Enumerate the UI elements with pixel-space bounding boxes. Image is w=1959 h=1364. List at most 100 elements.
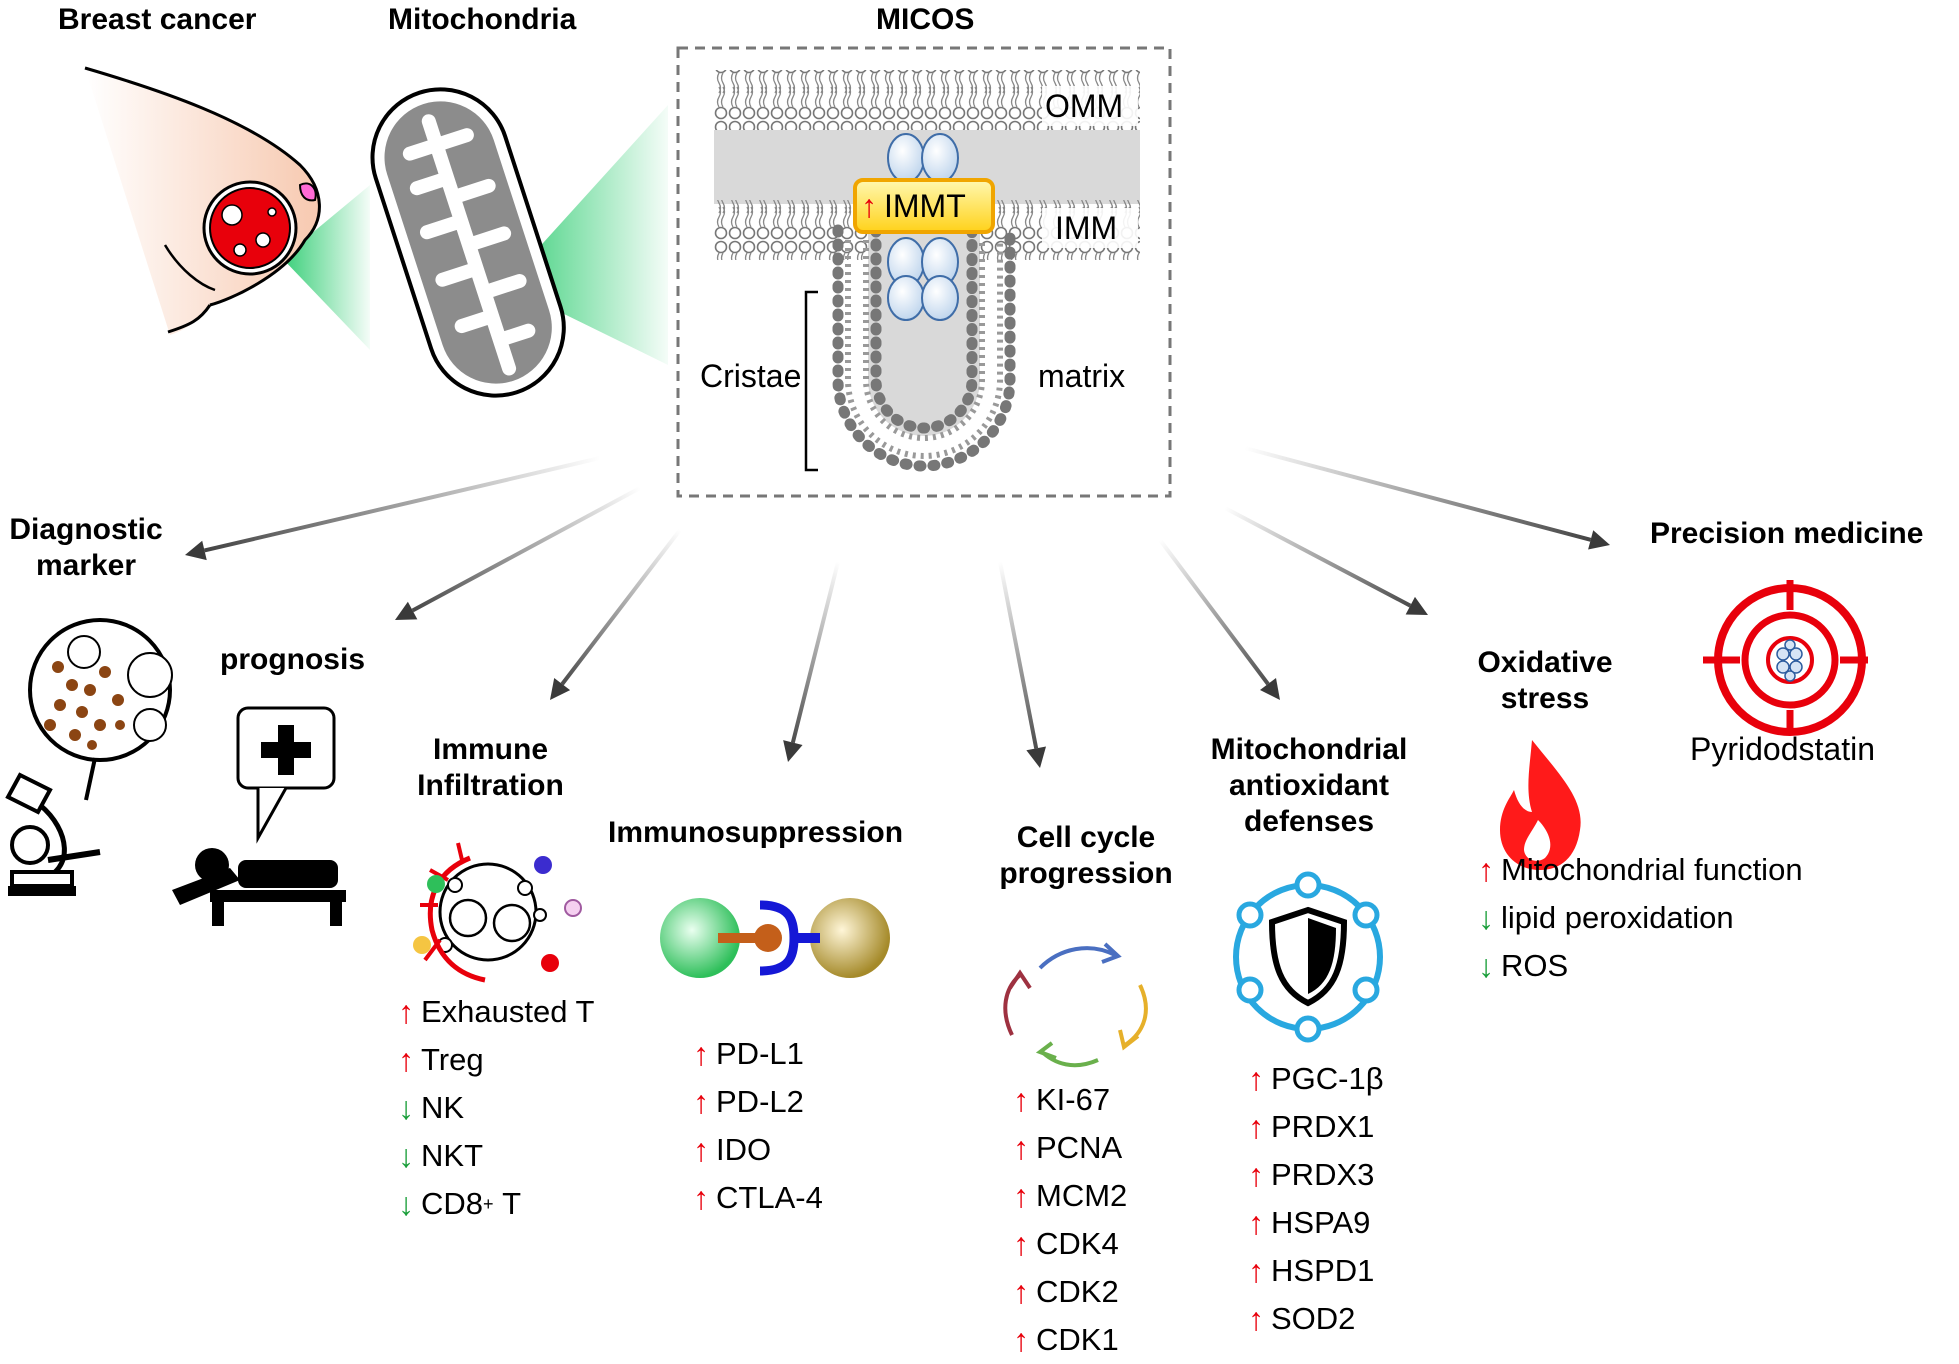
prognosis-title: prognosis (220, 643, 366, 676)
matrix-label: matrix (1038, 358, 1126, 394)
list-item-text: CDK4 (1036, 1226, 1119, 1261)
up-arrow-icon: ↑ (398, 994, 414, 1030)
list-item: ↑PRDX1 (1245, 1103, 1384, 1151)
up-arrow-icon: ↑ (693, 1180, 709, 1216)
list-item: ↓CD8+ T (395, 1180, 594, 1228)
mitochondrion-icon (370, 87, 566, 398)
patient-bed-icon (172, 706, 346, 926)
arrowhead-immsupp (783, 740, 803, 762)
list-item-text: PGC-1β (1271, 1061, 1384, 1096)
up-arrow-icon: ↑ (1248, 1109, 1264, 1145)
up-arrow-icon: ↑ (1013, 1274, 1029, 1310)
list-item: ↑CTLA-4 (690, 1174, 823, 1222)
list-item-text: IDO (716, 1132, 772, 1167)
arrowhead-antiox (1260, 678, 1280, 700)
zoom-beam-tumor (282, 185, 370, 350)
down-arrow-icon: ↓ (398, 1138, 414, 1174)
list-item-text: PRDX3 (1271, 1157, 1375, 1192)
list-item-text: PD-L2 (716, 1084, 804, 1119)
up-arrow-icon: ↑ (861, 188, 877, 224)
list-item: ↑KI-67 (1010, 1076, 1127, 1124)
up-arrow-icon: ↑ (1013, 1082, 1029, 1118)
list-item-text: PD-L1 (716, 1036, 804, 1071)
flame-icon (1500, 740, 1581, 870)
up-arrow-icon: ↑ (1248, 1205, 1264, 1241)
breast-cancer-title: Breast cancer (58, 3, 257, 36)
list-item-text: NK (421, 1090, 465, 1125)
list-item-text: Exhausted T (421, 994, 595, 1029)
list-item-text: Mitochondrial function (1501, 852, 1803, 887)
up-arrow-icon: ↑ (1013, 1178, 1029, 1214)
list-item-text: CDK1 (1036, 1322, 1119, 1357)
up-arrow-icon: ↑ (1248, 1061, 1264, 1097)
list-item-text: NKT (421, 1138, 483, 1173)
micos-title: MICOS (876, 3, 975, 36)
immt-label: ↑IMMT (858, 190, 966, 222)
arrow-immsupp (790, 561, 840, 744)
arrow-immune (560, 528, 682, 686)
relation-arrows (185, 446, 1610, 768)
list-item-text: MCM2 (1036, 1178, 1128, 1213)
list-item: ↑Treg (395, 1036, 594, 1084)
checkpoint-binding-icon (660, 898, 890, 978)
arrowhead-cellcycle (1026, 746, 1047, 768)
antioxidant-list: ↑PGC-1β↑PRDX1↑PRDX3↑HSPA9↑HSPD1↑SOD2 (1245, 1055, 1384, 1343)
arrow-antiox (1158, 538, 1270, 686)
immune-cells-icon (413, 842, 582, 983)
list-item: ↑Mitochondrial function (1475, 846, 1803, 894)
target-icon (1703, 580, 1868, 736)
list-item: ↑CDK1 (1010, 1316, 1127, 1364)
list-item: ↑PD-L1 (690, 1030, 823, 1078)
immunosuppression-title: Immunosuppression (608, 816, 904, 849)
list-item-text: KI-67 (1036, 1082, 1111, 1117)
up-arrow-icon: ↑ (1248, 1253, 1264, 1289)
arrow-cellcycle (998, 561, 1039, 749)
list-item-text: HSPA9 (1271, 1205, 1371, 1240)
precision-medicine-title: Precision medicine (1650, 517, 1924, 550)
cell-cycle-list: ↑KI-67↑PCNA↑MCM2↑CDK4↑CDK2↑CDK1 (1010, 1076, 1127, 1364)
arrowhead-diag (185, 540, 207, 561)
membrane-icon (714, 70, 1140, 472)
imm-label: IMM (1055, 210, 1118, 246)
mitochondria-title: Mitochondria (388, 3, 577, 36)
up-arrow-icon: ↑ (1013, 1130, 1029, 1166)
list-item-text: CD8 (421, 1186, 484, 1221)
down-arrow-icon: ↓ (398, 1186, 414, 1222)
arrowhead-oxid (1405, 596, 1428, 615)
list-item-text: Treg (421, 1042, 484, 1077)
list-item: ↑HSPA9 (1245, 1199, 1384, 1247)
list-item-text: SOD2 (1271, 1301, 1356, 1336)
arrowhead-prec (1588, 530, 1610, 550)
tumor-icon (202, 180, 298, 276)
superscript: + (483, 1194, 494, 1214)
cell-cycle-icon (1003, 942, 1148, 1068)
list-item: ↓ ROS (1475, 942, 1803, 990)
down-arrow-icon: ↓ (398, 1090, 414, 1126)
up-arrow-icon: ↑ (1013, 1226, 1029, 1262)
up-arrow-icon: ↑ (1248, 1157, 1264, 1193)
pyridodstatin-label: Pyridodstatin (1690, 731, 1875, 767)
down-arrow-icon: ↓ (1478, 948, 1494, 984)
up-arrow-icon: ↑ (1248, 1301, 1264, 1337)
list-item: ↑PCNA (1010, 1124, 1127, 1172)
arrowhead-immune (550, 678, 571, 700)
up-arrow-icon: ↑ (1013, 1322, 1029, 1358)
up-arrow-icon: ↑ (1478, 852, 1494, 888)
list-item: ↑MCM2 (1010, 1172, 1127, 1220)
list-item: ↑PGC-1β (1245, 1055, 1384, 1103)
list-item: ↑Exhausted T (395, 988, 594, 1036)
list-item: ↑PRDX3 (1245, 1151, 1384, 1199)
immune-infiltration-list: ↑Exhausted T↑Treg↓NK↓NKT↓CD8+ T (395, 988, 594, 1228)
list-item-text: PRDX1 (1271, 1109, 1375, 1144)
list-item-text: CTLA-4 (716, 1180, 823, 1215)
arrowhead-prog (395, 601, 418, 620)
microscope-icon (5, 618, 173, 896)
arrow-prec (1244, 446, 1592, 542)
